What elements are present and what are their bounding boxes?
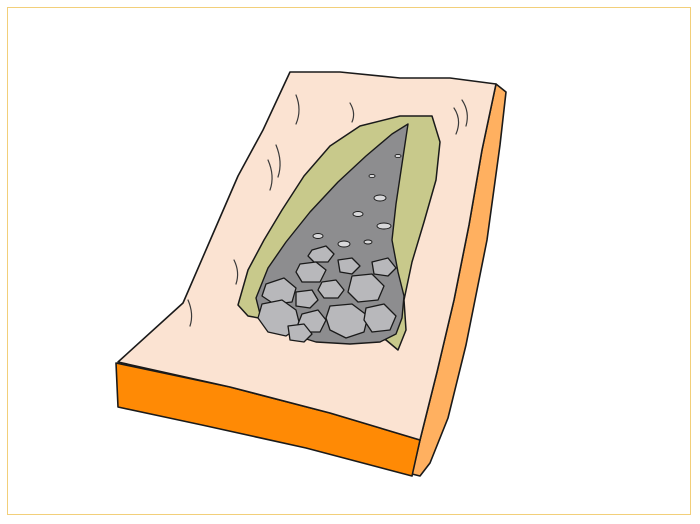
landslide-block-diagram (0, 0, 700, 524)
